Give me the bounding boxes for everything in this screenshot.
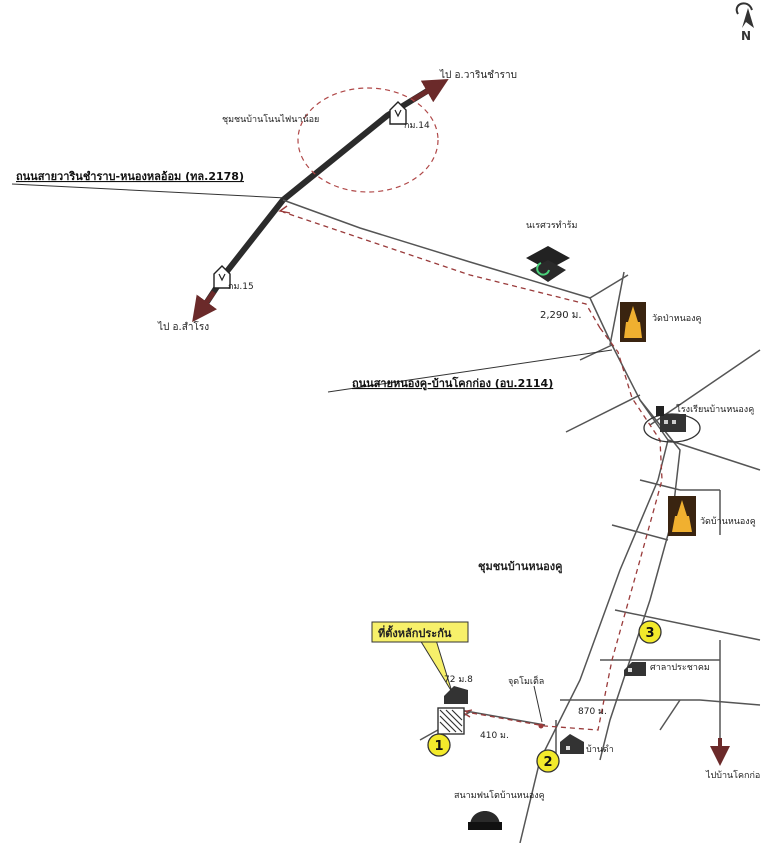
km14-sign-icon bbox=[389, 101, 407, 125]
label-stadium: สนามฟนโตบ้านหนองคู bbox=[454, 790, 545, 801]
label-wat-ban: วัดบ้านหนองคู bbox=[700, 516, 756, 527]
label-community-nonpai: ชุมชนบ้านโนนไฟนาน้อย bbox=[222, 114, 319, 125]
location-callout bbox=[371, 621, 469, 693]
community-circle bbox=[297, 87, 439, 193]
marker-3: 3 bbox=[638, 620, 662, 644]
wat-pa-icon bbox=[620, 302, 646, 342]
meeting-hall-icon bbox=[624, 662, 646, 676]
stadium-icon bbox=[468, 811, 502, 830]
label-to-khokkong: ไปบ้านโคกก่อ bbox=[705, 770, 760, 781]
svg-text:3: 3 bbox=[645, 626, 654, 641]
label-to-samrong: ไป อ.สำโรง bbox=[157, 320, 209, 333]
svg-text:N: N bbox=[741, 29, 751, 43]
label-moo8: 72 ม.8 bbox=[444, 675, 473, 685]
label-distance-2290: 2,290 ม. bbox=[540, 310, 582, 321]
naresuan-icon bbox=[526, 246, 570, 282]
label-to-warin: ไป อ.วารินชำราบ bbox=[439, 69, 517, 81]
leader-lines bbox=[11, 183, 613, 723]
label-house: บ้านดำ bbox=[586, 744, 614, 755]
label-meeting-hall: ศาลาประชาคม bbox=[650, 663, 710, 673]
label-km15: กม.15 bbox=[228, 282, 254, 292]
marker-1: 1 bbox=[427, 733, 451, 757]
house-icon bbox=[560, 734, 584, 754]
label-distance-870: 870 ม. bbox=[578, 707, 607, 717]
label-check-point: จุดโมเต็ล bbox=[508, 674, 544, 687]
label-naresuan: นเรศวรทำร้ม bbox=[526, 220, 577, 231]
label-road-warin: ถนนสายวารินชำราบ-หนองหลอ้อม (ทล.2178) bbox=[16, 170, 244, 183]
route-dashed bbox=[282, 211, 663, 731]
label-location-box: ที่ตั้งหลักประกัน bbox=[378, 625, 452, 640]
wat-ban-icon bbox=[668, 496, 696, 536]
label-road-nongku: ถนนสายหนองคู-บ้านโคกก่อง (อบ.2114) bbox=[352, 376, 553, 391]
label-wat-pa: วัดป่าหนองคู bbox=[652, 314, 702, 324]
label-distance-410: 410 ม. bbox=[480, 731, 509, 741]
north-arrow-icon: N bbox=[735, 2, 754, 43]
svg-text:2: 2 bbox=[543, 755, 552, 770]
collateral-building-icon bbox=[437, 686, 468, 735]
label-school: โรงเรียนบ้านหนองคู bbox=[676, 404, 754, 415]
label-km14: กม.14 bbox=[404, 121, 430, 131]
label-community-nongku: ชุมชนบ้านหนองคู bbox=[478, 560, 563, 574]
marker-2: 2 bbox=[536, 749, 560, 773]
school-icon bbox=[643, 406, 701, 443]
svg-text:1: 1 bbox=[434, 739, 443, 754]
km15-sign-icon bbox=[213, 265, 231, 289]
